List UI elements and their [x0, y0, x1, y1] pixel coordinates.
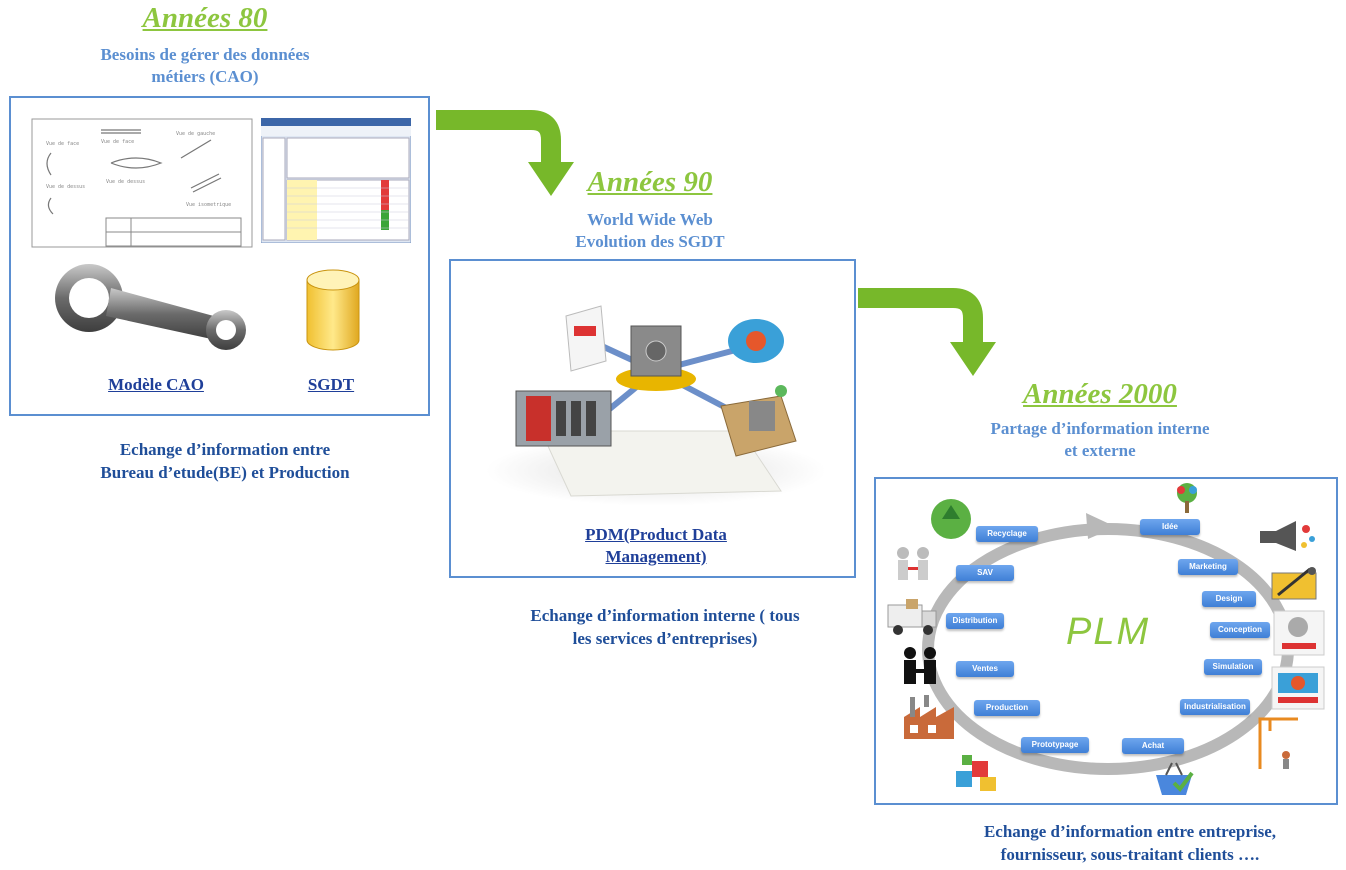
marketing-megaphone-icon	[1260, 521, 1315, 551]
stage-sav: SAV	[956, 565, 1014, 581]
era90-caption-line2: les services d’entreprises)	[572, 629, 758, 648]
construction-crane-icon	[1258, 717, 1298, 769]
stage-idee: Idée	[1140, 519, 1200, 535]
svg-text:Vue de dessus: Vue de dessus	[106, 179, 145, 185]
era90-subtitle: World Wide Web Evolution des SGDT	[500, 209, 800, 253]
era2000-caption-line2: fournisseur, sous-traitant clients ….	[1000, 845, 1260, 864]
shopping-basket-icon	[1156, 762, 1194, 795]
era80-caption-line1: Echange d’information entre	[119, 440, 331, 459]
factory-icon	[904, 695, 954, 739]
era90-caption-line1: Echange d’information interne ( tous	[530, 606, 800, 625]
recycle-icon	[931, 499, 971, 539]
stage-marketing: Marketing	[1178, 559, 1238, 575]
era80-subtitle-line1: Besoins de gérer des données	[100, 45, 310, 64]
era80-title: Années 80	[142, 2, 268, 34]
technical-drawing-image: Vue de face Vue de face Vue de gaucheVue …	[31, 118, 253, 248]
era90-caption: Echange d’information interne ( tous les…	[470, 604, 860, 650]
era80-subtitle: Besoins de gérer des données métiers (CA…	[40, 44, 370, 88]
handshake-icon	[904, 647, 936, 684]
stage-ventes: Ventes	[956, 661, 1014, 677]
era90-subtitle-line2: Evolution des SGDT	[575, 232, 725, 251]
svg-text:Vue de dessus: Vue de dessus	[46, 184, 85, 190]
era80-caption-line2: Bureau d’etude(BE) et Production	[100, 463, 350, 482]
stage-industrialisation: Industrialisation	[1180, 699, 1250, 715]
plm-center-label: PLM	[1066, 611, 1151, 653]
delivery-truck-icon	[887, 599, 937, 635]
design-tools-icon	[1271, 567, 1317, 600]
pdm-link[interactable]: PDM(Product Data Management)	[511, 524, 801, 568]
transition-arrow-80-90	[436, 110, 574, 196]
stage-achat: Achat	[1122, 738, 1184, 754]
stage-simulation: Simulation	[1204, 659, 1262, 675]
database-cylinder-icon	[306, 269, 360, 351]
prototype-blocks-icon	[956, 755, 996, 791]
era80-caption: Echange d’information entre Bureau d’etu…	[40, 438, 410, 484]
conception-icon	[1273, 610, 1325, 656]
era90-panel: PDM(Product Data Management)	[449, 259, 856, 578]
idea-tree-icon	[1177, 483, 1197, 513]
people-icon	[897, 547, 929, 580]
stage-design: Design	[1202, 591, 1256, 607]
era2000-subtitle: Partage d’information interne et externe	[940, 418, 1260, 462]
era2000-subtitle-line1: Partage d’information interne	[990, 419, 1210, 438]
pdm-link-line2: Management)	[605, 547, 707, 566]
sgdt-software-screenshot	[261, 118, 411, 243]
era2000-subtitle-line2: et externe	[1064, 441, 1136, 460]
era2000-panel: PLM Recyclage SAV Distribution Ventes Pr…	[874, 477, 1338, 805]
svg-text:Vue de face: Vue de face	[101, 139, 134, 145]
era2000-caption-line1: Echange d’information entre entreprise,	[983, 822, 1277, 841]
svg-text:Vue isometrique: Vue isometrique	[186, 202, 231, 208]
connecting-rod-image	[55, 264, 246, 350]
simulation-icon	[1271, 666, 1325, 710]
stage-recyclage: Recyclage	[976, 526, 1038, 542]
pdm-illustration	[486, 305, 826, 506]
era2000-title: Années 2000	[1023, 378, 1177, 410]
stage-prototypage: Prototypage	[1021, 737, 1089, 753]
era90-subtitle-line1: World Wide Web	[587, 210, 713, 229]
stage-distribution: Distribution	[946, 613, 1004, 629]
sgdt-link[interactable]: SGDT	[307, 375, 355, 394]
era2000-caption: Echange d’information entre entreprise, …	[920, 820, 1340, 866]
stage-conception: Conception	[1210, 622, 1270, 638]
era80-subtitle-line2: métiers (CAO)	[151, 67, 259, 86]
svg-text:Vue de face: Vue de face	[46, 141, 79, 147]
era90-title: Années 90	[587, 166, 713, 198]
pdm-link-line1: PDM(Product Data	[585, 525, 727, 544]
svg-text:Vue de gauche: Vue de gauche	[176, 131, 215, 137]
transition-arrow-90-2000	[858, 288, 996, 376]
stage-production: Production	[974, 700, 1040, 716]
modele-cao-link[interactable]: Modèle CAO	[108, 375, 204, 394]
